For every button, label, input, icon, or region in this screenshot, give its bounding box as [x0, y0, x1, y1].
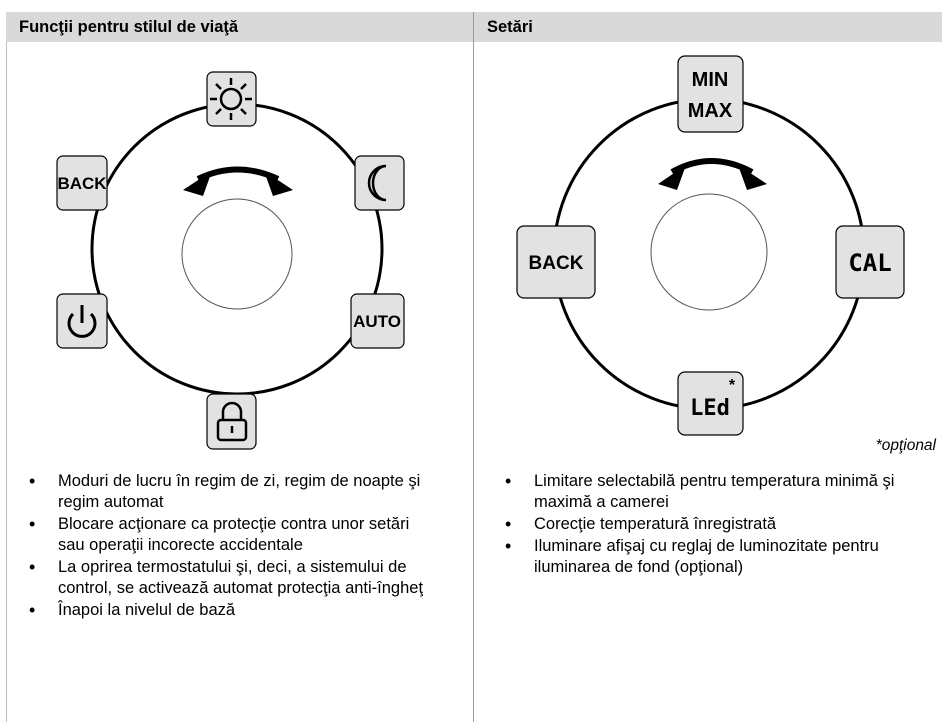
- back-button[interactable]: BACK: [56, 155, 108, 211]
- sun-button[interactable]: [206, 71, 257, 127]
- center-dial[interactable]: [181, 198, 293, 310]
- list-item: Corecţie temperatură înregistrată: [496, 514, 916, 535]
- lock-button[interactable]: [206, 393, 257, 450]
- min-max-button[interactable]: MIN MAX: [677, 55, 744, 133]
- settings-control-wheel: MIN MAX BACK CAL LEd *: [516, 55, 905, 436]
- power-icon: [67, 305, 97, 338]
- lifestyle-functions-title: Funcţii pentru stilul de viaţă: [19, 18, 239, 36]
- back-button-label: BACK: [529, 253, 584, 274]
- cal-button[interactable]: CAL: [835, 225, 905, 299]
- rotate-arrow-icon: [658, 158, 767, 190]
- list-item: Limitare selectabilă pentru temperatura …: [496, 471, 916, 513]
- left-border-line: [6, 12, 7, 722]
- list-item: Blocare acţionare ca protecţie contra un…: [20, 514, 430, 556]
- column-divider: [473, 12, 474, 722]
- center-dial[interactable]: [650, 193, 768, 311]
- cal-button-label: CAL: [848, 249, 891, 277]
- min-label: MIN: [692, 69, 729, 91]
- back-button-label: BACK: [57, 174, 107, 193]
- moon-button[interactable]: [354, 155, 405, 211]
- lifestyle-functions-header: Funcţii pentru stilul de viaţă: [6, 12, 473, 42]
- settings-header: Setări: [474, 12, 942, 42]
- led-button[interactable]: LEd *: [677, 371, 744, 436]
- auto-button[interactable]: AUTO: [350, 293, 405, 349]
- list-item: Moduri de lucru în regim de zi, regim de…: [20, 471, 430, 513]
- settings-title: Setări: [487, 18, 533, 36]
- power-button[interactable]: [56, 293, 108, 349]
- lifestyle-functions-list: Moduri de lucru în regim de zi, regim de…: [20, 471, 430, 622]
- auto-button-label: AUTO: [353, 312, 401, 331]
- lifestyle-control-wheel: BACK AUTO: [56, 71, 405, 450]
- sun-icon: [210, 78, 252, 120]
- list-item: Iluminare afişaj cu reglaj de luminozita…: [496, 536, 916, 578]
- back-button[interactable]: BACK: [516, 225, 596, 299]
- list-item: La oprirea termostatului şi, deci, a sis…: [20, 557, 430, 599]
- led-button-label: LEd: [690, 396, 730, 421]
- optional-note: *opţional: [875, 437, 936, 454]
- moon-icon: [367, 164, 387, 202]
- list-item: Înapoi la nivelul de bază: [20, 600, 430, 621]
- optional-asterisk: *: [729, 377, 736, 394]
- settings-list: Limitare selectabilă pentru temperatura …: [496, 471, 916, 579]
- lock-icon: [216, 401, 248, 442]
- max-label: MAX: [688, 100, 733, 122]
- rotate-arrow-icon: [183, 166, 293, 196]
